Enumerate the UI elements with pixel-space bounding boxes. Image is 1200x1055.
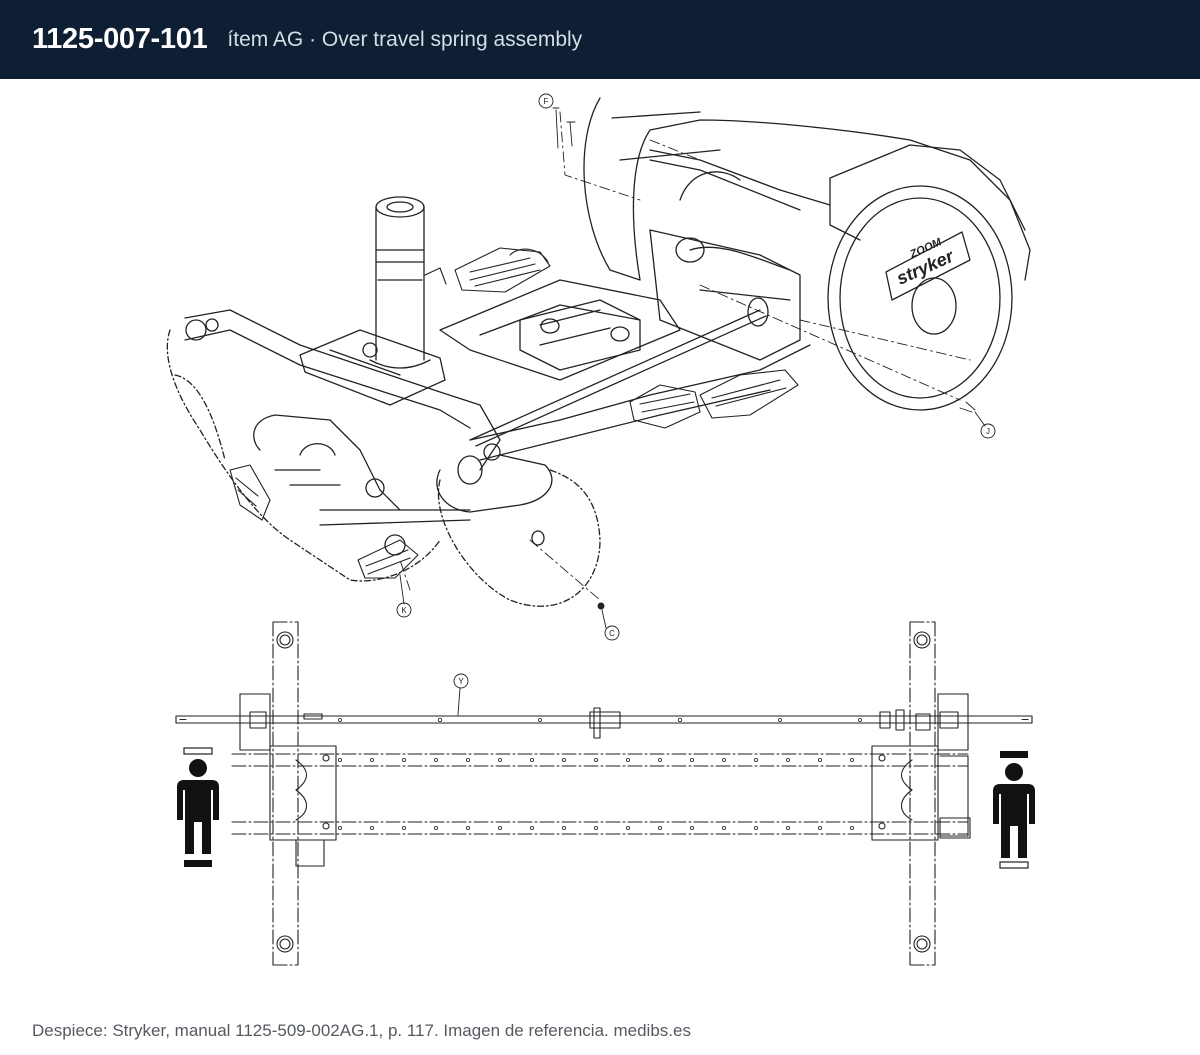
operator-position-left — [177, 747, 219, 867]
foot-pedals — [229, 247, 799, 579]
operator-position-right — [993, 751, 1035, 869]
leader-lines — [399, 111, 971, 601]
callout-F: F — [538, 93, 554, 109]
zoom-stryker-logo: ZOOM stryker — [885, 231, 971, 301]
callout-C: C — [604, 625, 620, 641]
callout-Y-label: Y — [458, 677, 464, 686]
chassis-assembly: ZOOM stryker — [166, 97, 1031, 607]
exploded-parts-diagram: ZOOM stryker — [166, 93, 1035, 966]
top-view-assembly — [175, 621, 1033, 966]
callout-J-label: J — [986, 427, 990, 436]
part-number: 1125-007-101 — [32, 23, 208, 55]
header-bar: 1125-007-101 ítem AG · Over travel sprin… — [0, 0, 1200, 79]
callout-F-label: F — [544, 97, 549, 106]
callout-K-label: K — [401, 606, 407, 615]
source-caption: Despiece: Stryker, manual 1125-509-002AG… — [32, 1021, 691, 1040]
part-description: ítem AG · Over travel spring assembly — [227, 27, 583, 51]
callout-C-label: C — [609, 629, 615, 638]
rail-holes — [337, 718, 863, 831]
callout-Y: Y — [453, 673, 469, 716]
callout-J: J — [980, 423, 996, 439]
callout-K: K — [396, 602, 412, 618]
